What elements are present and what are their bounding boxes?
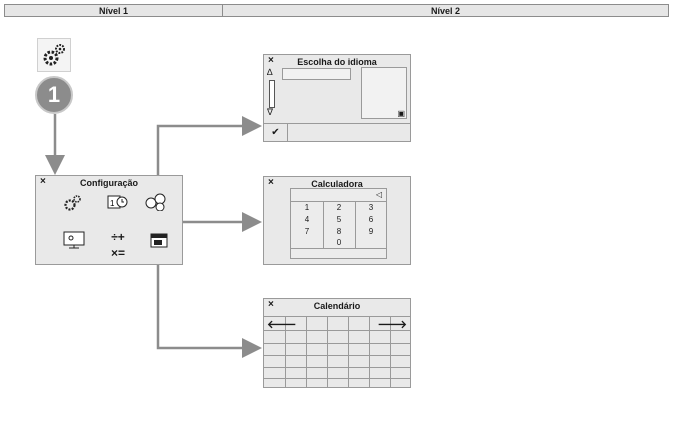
key-7[interactable]: 7 [304, 227, 310, 236]
scroll-up-icon[interactable]: ∆ [267, 67, 273, 77]
calendar-grid: 🡐 🡒 [264, 316, 410, 387]
language-footer [264, 123, 410, 141]
configuration-title: Configuração [79, 178, 138, 188]
close-icon[interactable]: × [40, 176, 46, 187]
user-icon: ▣ [397, 109, 405, 118]
confirm-button[interactable]: ✔ [264, 123, 288, 142]
key-3[interactable]: 3 [368, 203, 374, 212]
scrollbar[interactable] [269, 80, 275, 108]
arrow-to-calendar [156, 247, 262, 358]
calculator-keypad: ◁ 1 2 3 4 5 6 7 8 9 0 [290, 188, 387, 259]
next-month-icon[interactable]: 🡒 [377, 319, 408, 331]
date-time-icon[interactable]: 1 [106, 193, 130, 214]
key-0[interactable]: 0 [336, 238, 342, 247]
previous-month-icon[interactable]: 🡐 [267, 319, 297, 331]
key-9[interactable]: 9 [368, 227, 374, 236]
level2-header: Nível 2 [222, 4, 669, 17]
language-panel: × Escolha do idioma ∆ ∇ ▣ ✔ [263, 54, 411, 142]
calendar-panel: × Calendário 🡐 🡒 [263, 298, 411, 388]
gears-icon[interactable] [62, 193, 84, 214]
key-5[interactable]: 5 [336, 215, 342, 224]
calendar-icon[interactable] [149, 231, 169, 252]
calculator-icon[interactable]: ÷+ ×= [110, 230, 125, 260]
close-icon[interactable]: × [268, 177, 274, 188]
close-icon[interactable]: × [268, 299, 274, 310]
settings-gears-icon[interactable] [37, 38, 71, 72]
display-settings-icon[interactable] [62, 231, 86, 252]
language-title: Escolha do idioma [297, 57, 377, 67]
language-list[interactable] [282, 68, 351, 80]
calendar-title: Calendário [313, 301, 361, 311]
unit-conversion-icon[interactable] [143, 193, 173, 214]
calculator-panel: × Calculadora ◁ 1 2 3 4 5 6 7 8 9 0 [263, 176, 411, 265]
key-1[interactable]: 1 [304, 203, 310, 212]
key-4[interactable]: 4 [304, 215, 310, 224]
close-icon[interactable]: × [268, 55, 274, 66]
key-8[interactable]: 8 [336, 227, 342, 236]
svg-text:1: 1 [110, 199, 115, 208]
step-number-badge: 1 [35, 76, 73, 114]
configuration-panel: × Configuração 1 ÷+ ×= [35, 175, 183, 265]
backspace-key[interactable]: ◁ [375, 190, 382, 199]
calculator-title: Calculadora [311, 179, 363, 189]
key-6[interactable]: 6 [368, 215, 374, 224]
language-preview: ▣ [361, 67, 407, 119]
arrow-to-language [156, 116, 262, 192]
key-2[interactable]: 2 [336, 203, 342, 212]
scroll-down-icon[interactable]: ∇ [267, 107, 274, 117]
